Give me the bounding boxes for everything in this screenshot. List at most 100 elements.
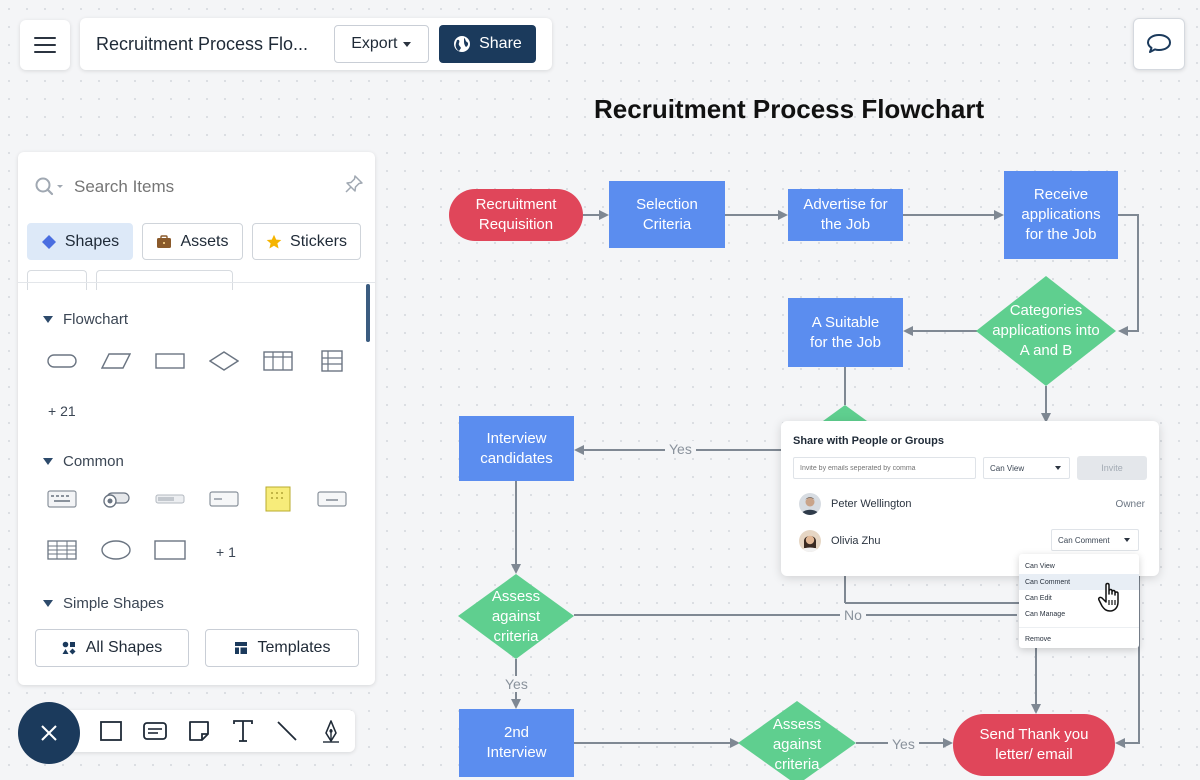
section-simple-shapes[interactable]: Simple Shapes [43, 595, 164, 612]
chevron-down-icon [403, 41, 412, 47]
search-icon[interactable] [34, 176, 64, 198]
shapes-panel: Shapes Assets Stickers Flowchart + 21 Co… [18, 152, 375, 685]
swimlane-horizontal-shape[interactable] [258, 346, 298, 376]
grid-shapes-icon [62, 641, 76, 655]
invite-button[interactable]: Invite [1077, 456, 1147, 480]
text-field-shape[interactable] [204, 484, 244, 514]
tab-stickers-label: Stickers [290, 232, 347, 250]
role-select[interactable]: Can Comment [1051, 529, 1139, 551]
star-icon [266, 234, 282, 248]
avatar [799, 493, 821, 515]
pen-tool-icon[interactable] [316, 716, 346, 746]
text-tool-icon[interactable] [228, 716, 258, 746]
line-tool-icon[interactable] [272, 716, 302, 746]
node-label: Interview candidates [480, 429, 553, 467]
chevron-down-icon [1055, 466, 1061, 470]
share-dialog-heading: Share with People or Groups [793, 435, 944, 447]
edge-label-yes: Yes [665, 441, 696, 457]
node-suitable-for-job [788, 298, 903, 367]
caret-down-icon [43, 458, 53, 465]
share-label: Share [479, 35, 522, 52]
comments-button[interactable] [1133, 18, 1185, 70]
document-title[interactable]: Recruitment Process Flo... [96, 33, 309, 54]
templates-label: Templates [257, 639, 331, 656]
tab-shapes-label: Shapes [64, 232, 120, 250]
node-receive-applications [1004, 171, 1118, 259]
section-title: Common [63, 453, 124, 470]
keyboard-shape[interactable] [42, 484, 82, 514]
person-name: Peter Wellington [831, 498, 912, 510]
person-name: Olivia Zhu [831, 535, 881, 547]
section-flowchart[interactable]: Flowchart [43, 311, 128, 328]
chevron-down-icon [1124, 538, 1130, 542]
permission-select[interactable]: Can View [983, 457, 1070, 479]
more-flowchart-shapes[interactable]: + 21 [48, 403, 76, 419]
tab-shapes[interactable]: Shapes [27, 223, 133, 260]
person-role: Owner [1115, 499, 1145, 510]
all-shapes-button[interactable]: All Shapes [35, 629, 189, 667]
ellipse-shape[interactable] [96, 535, 136, 565]
data-shape[interactable] [96, 346, 136, 376]
node-label: Assess against criteria [491, 587, 541, 645]
node-label: A Suitable for the Job [810, 313, 881, 351]
card-tool-icon[interactable] [140, 716, 170, 746]
rectangle-tool-icon[interactable] [96, 716, 126, 746]
sticky-note-tool-icon[interactable] [184, 716, 214, 746]
more-common-shapes[interactable]: + 1 [216, 544, 236, 560]
person-row: Peter Wellington [799, 493, 912, 515]
rectangle-shape[interactable] [150, 535, 190, 565]
title-bar: Recruitment Process Flo... Export Share [80, 18, 552, 70]
menu-item-can-edit[interactable]: Can Edit [1025, 594, 1052, 602]
table-shape[interactable] [42, 535, 82, 565]
section-title: Simple Shapes [63, 595, 164, 612]
sticky-note-shape[interactable] [258, 484, 298, 514]
search-input[interactable] [74, 177, 324, 197]
process-shape[interactable] [150, 346, 190, 376]
scrollbar[interactable] [366, 284, 370, 342]
menu-divider [1019, 627, 1139, 628]
node-label: Receive applications for the Job [1021, 186, 1101, 243]
menu-item-can-view[interactable]: Can View [1025, 562, 1055, 570]
terminator-shape[interactable] [42, 346, 82, 376]
caret-down-icon [43, 316, 53, 323]
swimlane-vertical-shape[interactable] [312, 346, 352, 376]
section-common[interactable]: Common [43, 453, 124, 470]
node-selection-criteria [609, 181, 725, 248]
share-dialog: Share with People or Groups Can View Inv… [781, 421, 1159, 576]
menu-item-remove[interactable]: Remove [1025, 635, 1052, 643]
close-icon [41, 725, 57, 741]
node-categories-decision [976, 276, 1116, 386]
node-second-interview [459, 709, 574, 777]
main-menu-button[interactable] [20, 20, 70, 70]
shape-library-list [18, 282, 375, 685]
search-row [34, 174, 364, 200]
toggle-shape[interactable] [96, 484, 136, 514]
tab-stickers[interactable]: Stickers [252, 223, 361, 260]
speech-bubble-icon [1147, 34, 1171, 53]
hidden-tab[interactable] [96, 270, 233, 290]
export-button[interactable]: Export [333, 25, 429, 63]
menu-item-can-manage[interactable]: Can Manage [1025, 610, 1066, 618]
progress-bar-shape[interactable] [150, 484, 190, 514]
decision-shape[interactable] [204, 346, 244, 376]
hamburger-icon [34, 37, 56, 53]
pin-icon[interactable] [344, 174, 364, 194]
node-label: Categories applications into A and B [992, 302, 1100, 359]
node-interview-candidates [459, 416, 574, 481]
templates-button[interactable]: Templates [205, 629, 359, 667]
tab-assets[interactable]: Assets [142, 223, 243, 260]
globe-icon [454, 36, 471, 52]
node-label: Recruitment Requisition [475, 196, 557, 233]
node-send-thank-you [953, 714, 1115, 776]
invite-email-input[interactable] [793, 457, 976, 479]
edge-label-yes: Yes [501, 676, 532, 692]
hidden-tab[interactable] [27, 270, 87, 290]
close-toolbar-button[interactable] [18, 702, 80, 764]
node-hidden-decision [823, 405, 867, 421]
person-row: Olivia Zhu [799, 530, 881, 552]
hand-cursor-icon [1098, 582, 1119, 612]
dropdown-shape[interactable] [312, 484, 352, 514]
share-button[interactable]: Share [438, 25, 536, 63]
permission-value: Can View [990, 463, 1025, 473]
